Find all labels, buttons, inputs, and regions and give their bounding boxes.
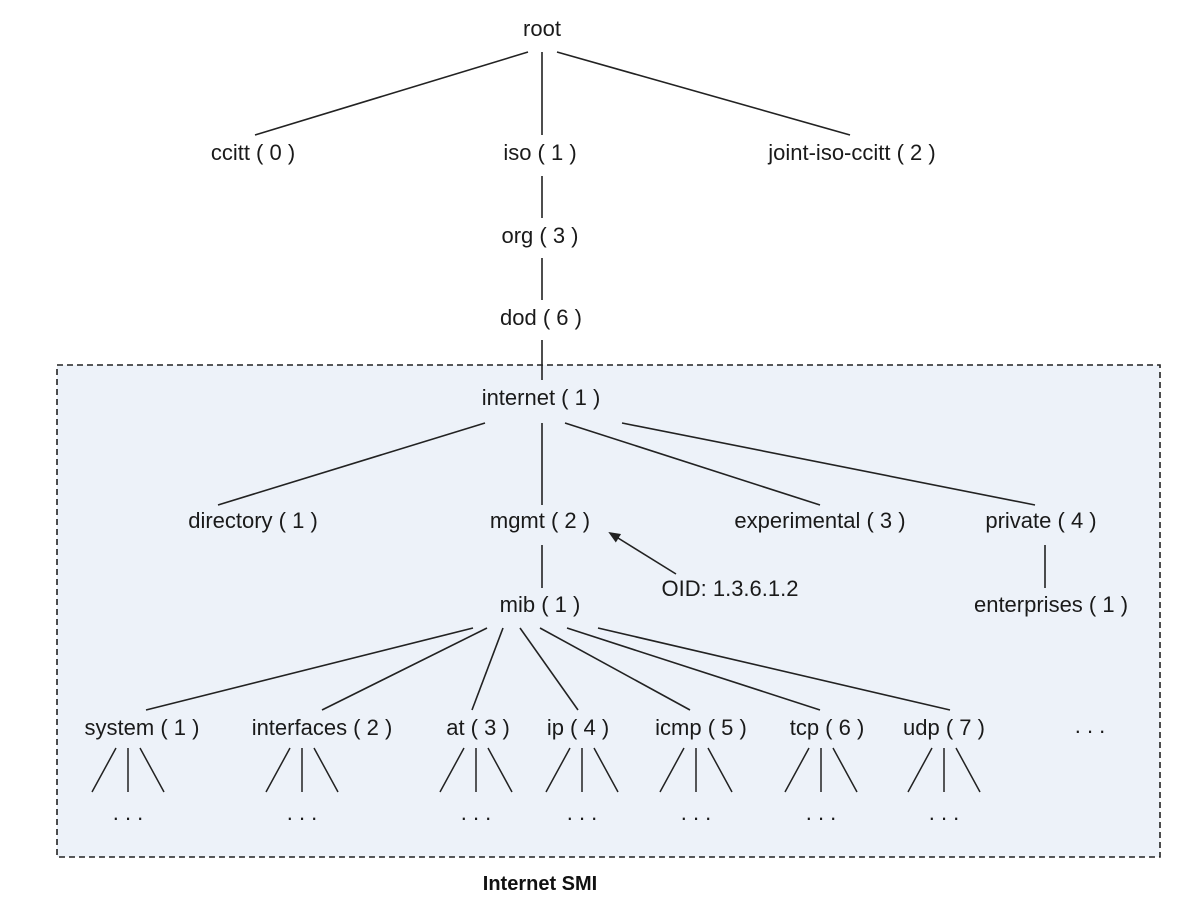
node-ccitt: ccitt ( 0 ) bbox=[211, 140, 295, 165]
stub-udp-left bbox=[907, 747, 933, 793]
oid-annotation: OID: 1.3.6.1.2 bbox=[662, 576, 799, 601]
node-enterprises: enterprises ( 1 ) bbox=[974, 592, 1128, 617]
stub-interfaces-left bbox=[265, 747, 291, 793]
edge-mib-interfaces bbox=[321, 627, 488, 711]
node-labels: root ccitt ( 0 ) iso ( 1 ) joint-iso-cci… bbox=[85, 16, 1128, 895]
node-more-groups: . . . bbox=[1075, 713, 1106, 738]
edge-root-joint-iso-ccitt bbox=[556, 51, 851, 136]
continuation-icmp: . . . bbox=[681, 800, 712, 825]
continuation-system: . . . bbox=[113, 800, 144, 825]
edge-mib-icmp bbox=[539, 627, 691, 711]
stub-system-right bbox=[139, 747, 165, 793]
edge-mib-ip bbox=[519, 627, 579, 711]
edge-mib-udp bbox=[597, 627, 951, 711]
node-udp: udp ( 7 ) bbox=[903, 715, 985, 740]
stub-ip-left bbox=[545, 747, 571, 793]
edge-internet-directory bbox=[217, 422, 486, 506]
stub-icmp-right bbox=[707, 747, 733, 793]
node-iso: iso ( 1 ) bbox=[503, 140, 576, 165]
node-root: root bbox=[523, 16, 561, 41]
stub-icmp-left bbox=[659, 747, 685, 793]
continuation-at: . . . bbox=[461, 800, 492, 825]
continuation-interfaces: . . . bbox=[287, 800, 318, 825]
stub-at-left bbox=[439, 747, 465, 793]
node-joint-iso-ccitt: joint-iso-ccitt ( 2 ) bbox=[767, 140, 935, 165]
node-system: system ( 1 ) bbox=[85, 715, 200, 740]
node-ip: ip ( 4 ) bbox=[547, 715, 609, 740]
stub-tcp-left bbox=[784, 747, 810, 793]
oid-arrow bbox=[608, 531, 677, 575]
stub-tcp-right bbox=[832, 747, 858, 793]
stub-interfaces-right bbox=[313, 747, 339, 793]
node-org: org ( 3 ) bbox=[501, 223, 578, 248]
node-tcp: tcp ( 6 ) bbox=[790, 715, 865, 740]
leaf-stub-fans: . . . . . . . . . . . . . . . . . . . . . bbox=[91, 747, 981, 825]
edge-internet-private bbox=[621, 422, 1036, 506]
caption: Internet SMI bbox=[483, 873, 597, 895]
stub-at-right bbox=[487, 747, 513, 793]
continuation-ip: . . . bbox=[567, 800, 598, 825]
node-experimental: experimental ( 3 ) bbox=[734, 508, 905, 533]
edge-internet-experimental bbox=[564, 422, 821, 506]
continuation-tcp: . . . bbox=[806, 800, 837, 825]
stub-udp-right bbox=[955, 747, 981, 793]
tree-edges bbox=[145, 51, 1046, 711]
edge-mib-system bbox=[145, 627, 474, 711]
node-mib: mib ( 1 ) bbox=[500, 592, 581, 617]
node-at: at ( 3 ) bbox=[446, 715, 510, 740]
edge-mib-at bbox=[471, 627, 504, 711]
edge-root-ccitt bbox=[254, 51, 529, 136]
stub-system-left bbox=[91, 747, 117, 793]
node-dod: dod ( 6 ) bbox=[500, 305, 582, 330]
node-interfaces: interfaces ( 2 ) bbox=[252, 715, 393, 740]
node-icmp: icmp ( 5 ) bbox=[655, 715, 747, 740]
node-directory: directory ( 1 ) bbox=[188, 508, 318, 533]
node-private: private ( 4 ) bbox=[985, 508, 1096, 533]
edge-mib-tcp bbox=[566, 627, 821, 711]
node-internet: internet ( 1 ) bbox=[482, 385, 601, 410]
continuation-udp: . . . bbox=[929, 800, 960, 825]
node-mgmt: mgmt ( 2 ) bbox=[490, 508, 590, 533]
stub-ip-right bbox=[593, 747, 619, 793]
